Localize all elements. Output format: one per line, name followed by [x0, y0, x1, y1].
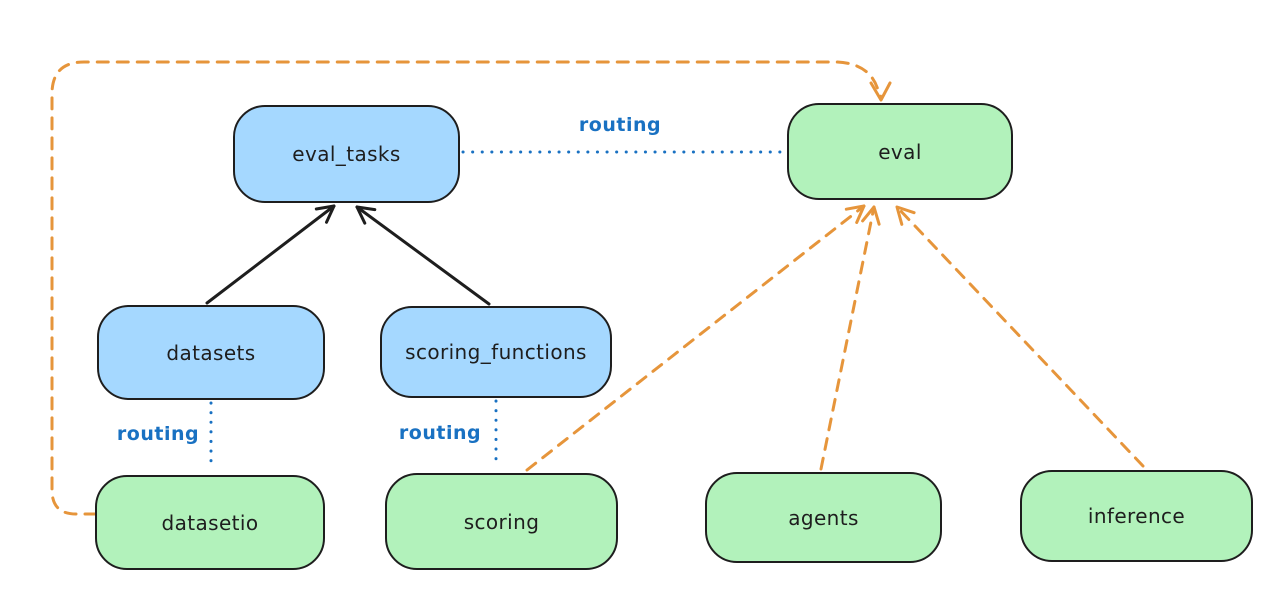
node-inference-label: inference: [1087, 504, 1186, 528]
edge-label-routing-eval-tasks-eval: routing: [578, 114, 662, 136]
node-scoring: scoring: [385, 473, 618, 570]
node-datasetio-label: datasetio: [161, 510, 259, 535]
node-datasets-label: datasets: [166, 340, 256, 365]
node-eval-tasks-label: eval_tasks: [292, 142, 401, 166]
node-eval-label: eval: [878, 139, 922, 164]
node-eval-tasks: eval_tasks: [233, 105, 460, 203]
edge-datasetio-to-eval-dashed: [50, 60, 892, 516]
node-inference: inference: [1020, 470, 1253, 562]
node-scoring-functions: scoring_functions: [380, 306, 612, 398]
node-scoring-functions-label: scoring_functions: [405, 340, 587, 364]
node-datasets: datasets: [97, 305, 325, 400]
node-agents-label: agents: [788, 505, 859, 530]
edge-scoring-to-eval-dashed: [525, 204, 866, 472]
node-scoring-label: scoring: [463, 509, 540, 534]
node-eval: eval: [787, 103, 1013, 200]
edge-scoring-functions-to-eval-tasks: [355, 205, 491, 306]
edge-label-routing-datasets-datasetio: routing: [116, 423, 200, 445]
node-datasetio: datasetio: [95, 475, 325, 570]
edge-agents-to-eval-dashed: [819, 205, 881, 471]
edge-inference-to-eval-dashed: [895, 205, 1145, 468]
node-agents: agents: [705, 472, 942, 563]
edge-label-routing-scoring-functions-scoring: routing: [398, 422, 482, 444]
edge-datasets-to-eval-tasks: [205, 204, 336, 305]
